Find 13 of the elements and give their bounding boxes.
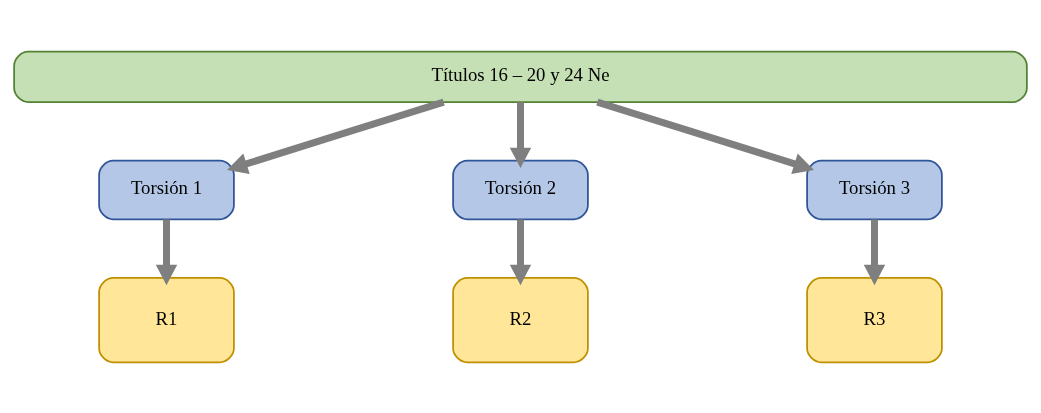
arrow: [863, 219, 886, 285]
arrow: [596, 98, 814, 174]
node-box: Torsión 1: [98, 159, 235, 220]
node-box: R3: [806, 276, 943, 363]
arrow: [227, 98, 445, 174]
arrow: [155, 219, 178, 285]
node-box: Torsión 2: [452, 159, 589, 220]
arrow: [509, 101, 532, 168]
node-box: R2: [452, 276, 589, 363]
arrow: [509, 219, 532, 285]
node-box: Torsión 3: [806, 159, 943, 220]
node-box: Títulos 16 – 20 y 24 Ne: [13, 50, 1028, 103]
node-box: R1: [98, 276, 235, 363]
